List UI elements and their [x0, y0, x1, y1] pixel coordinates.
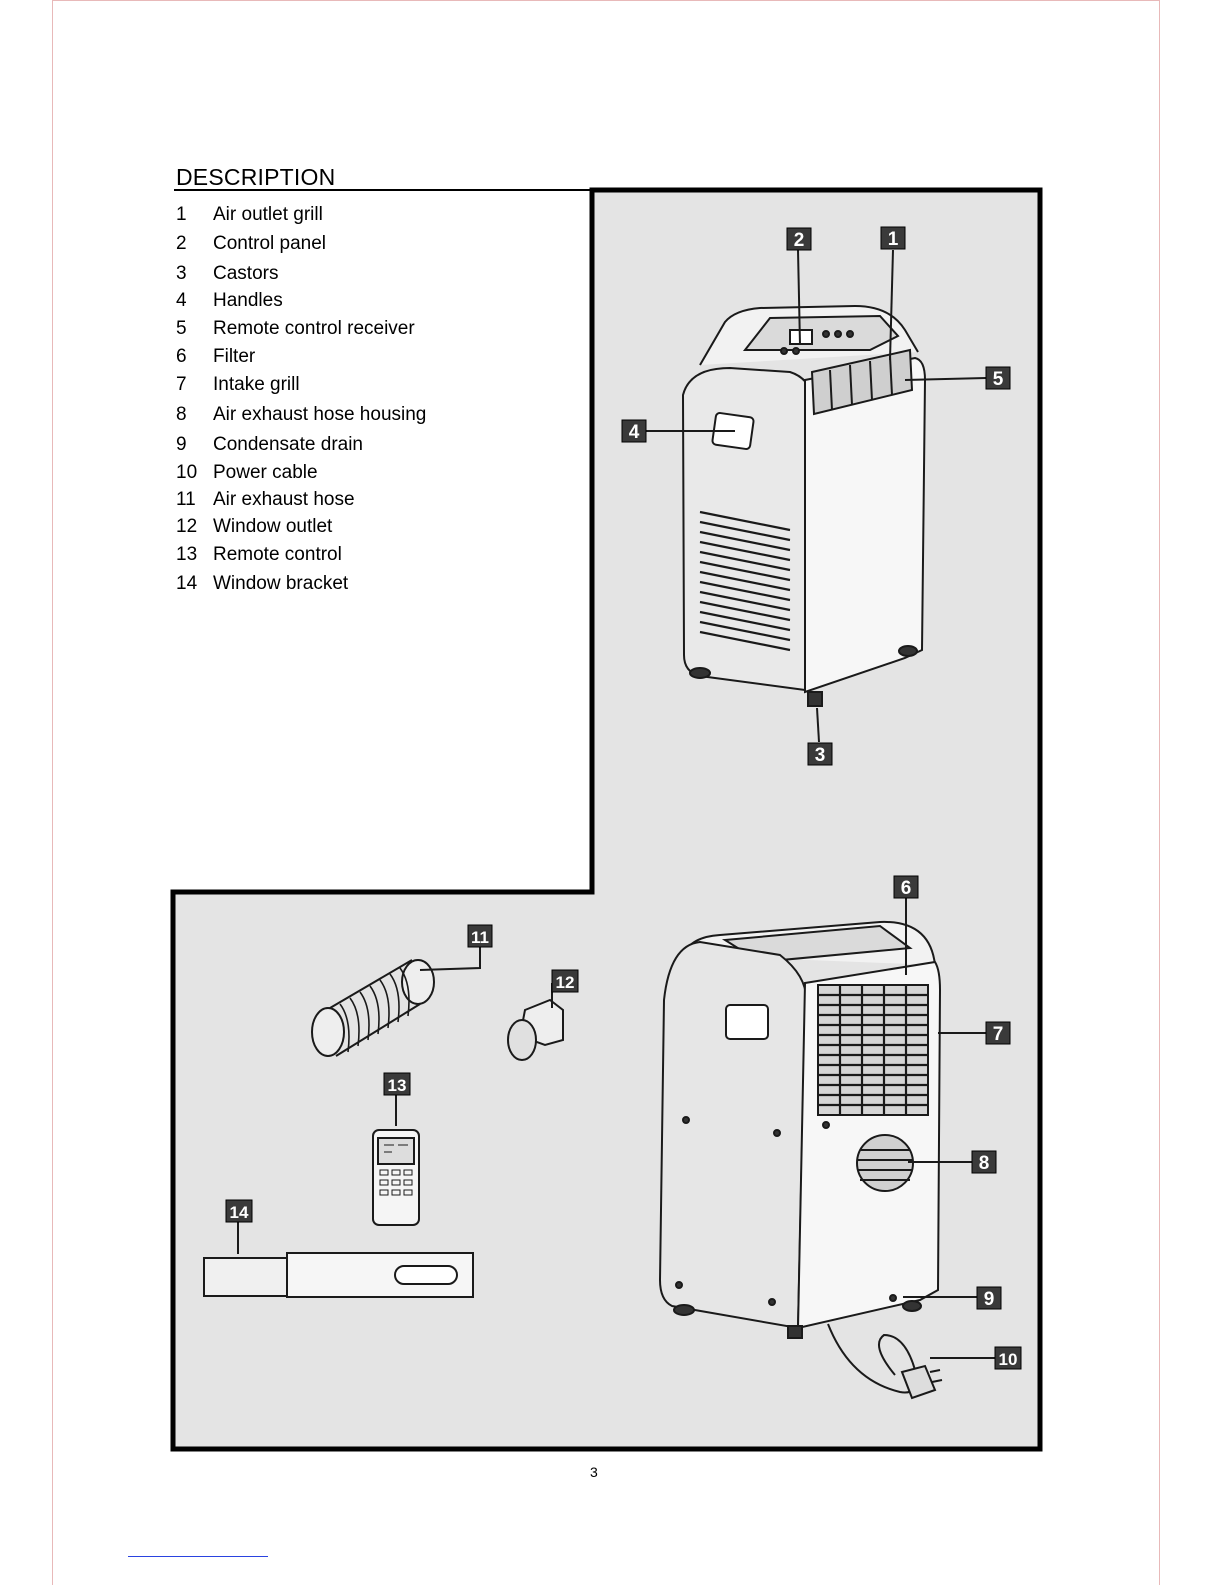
svg-text:8: 8	[979, 1153, 990, 1174]
item-number: 11	[176, 489, 208, 511]
svg-text:2: 2	[794, 230, 805, 251]
item-label: Intake grill	[213, 374, 300, 396]
window-bracket-drawing	[204, 1253, 473, 1297]
callout-11: 11	[468, 925, 492, 947]
svg-text:4: 4	[629, 422, 640, 443]
item-number: 4	[176, 290, 208, 312]
callout-12: 12	[552, 970, 578, 992]
item-number: 7	[176, 374, 208, 396]
item-label: Power cable	[213, 462, 318, 484]
remote-control-drawing	[373, 1130, 419, 1225]
callout-4: 4	[622, 420, 646, 443]
item-label: Window bracket	[213, 573, 348, 595]
item-number: 14	[176, 573, 208, 595]
callout-1: 1	[881, 227, 905, 250]
item-label: Castors	[213, 263, 278, 285]
svg-text:10: 10	[999, 1350, 1018, 1369]
item-number: 8	[176, 404, 208, 426]
callout-6: 6	[894, 876, 918, 899]
callout-9: 9	[977, 1287, 1001, 1310]
svg-text:12: 12	[556, 973, 575, 992]
svg-text:14: 14	[230, 1203, 249, 1222]
page-number: 3	[590, 1464, 598, 1480]
item-label: Filter	[213, 346, 255, 368]
item-number: 2	[176, 233, 208, 255]
item-label: Window outlet	[213, 516, 332, 538]
svg-text:3: 3	[815, 745, 826, 766]
item-number: 13	[176, 544, 208, 566]
title-underline	[174, 189, 594, 191]
item-number: 5	[176, 318, 208, 340]
item-label: Air exhaust hose	[213, 489, 355, 511]
item-label: Condensate drain	[213, 434, 363, 456]
svg-text:11: 11	[471, 928, 489, 947]
item-number: 1	[176, 204, 208, 226]
callout-7: 7	[986, 1022, 1010, 1045]
item-label: Remote control	[213, 544, 342, 566]
callout-5: 5	[986, 367, 1010, 390]
callout-10: 10	[995, 1347, 1021, 1369]
item-label: Air exhaust hose housing	[213, 404, 426, 426]
svg-text:7: 7	[993, 1024, 1004, 1045]
page-title: DESCRIPTION	[176, 164, 335, 191]
footer-link-line[interactable]	[128, 1556, 268, 1557]
item-label: Remote control receiver	[213, 318, 415, 340]
svg-text:5: 5	[993, 369, 1004, 390]
item-number: 6	[176, 346, 208, 368]
callout-2: 2	[787, 228, 811, 251]
callout-14: 14	[226, 1200, 252, 1222]
item-number: 12	[176, 516, 208, 538]
item-label: Handles	[213, 290, 283, 312]
svg-text:6: 6	[901, 878, 912, 899]
callout-3: 3	[808, 743, 832, 766]
callout-13: 13	[384, 1073, 410, 1095]
svg-text:9: 9	[984, 1289, 995, 1310]
item-label: Air outlet grill	[213, 204, 323, 226]
svg-text:13: 13	[388, 1076, 407, 1095]
item-label: Control panel	[213, 233, 326, 255]
item-number: 9	[176, 434, 208, 456]
svg-text:1: 1	[888, 229, 899, 250]
item-number: 10	[176, 462, 208, 484]
item-number: 3	[176, 263, 208, 285]
callout-8: 8	[972, 1151, 996, 1174]
